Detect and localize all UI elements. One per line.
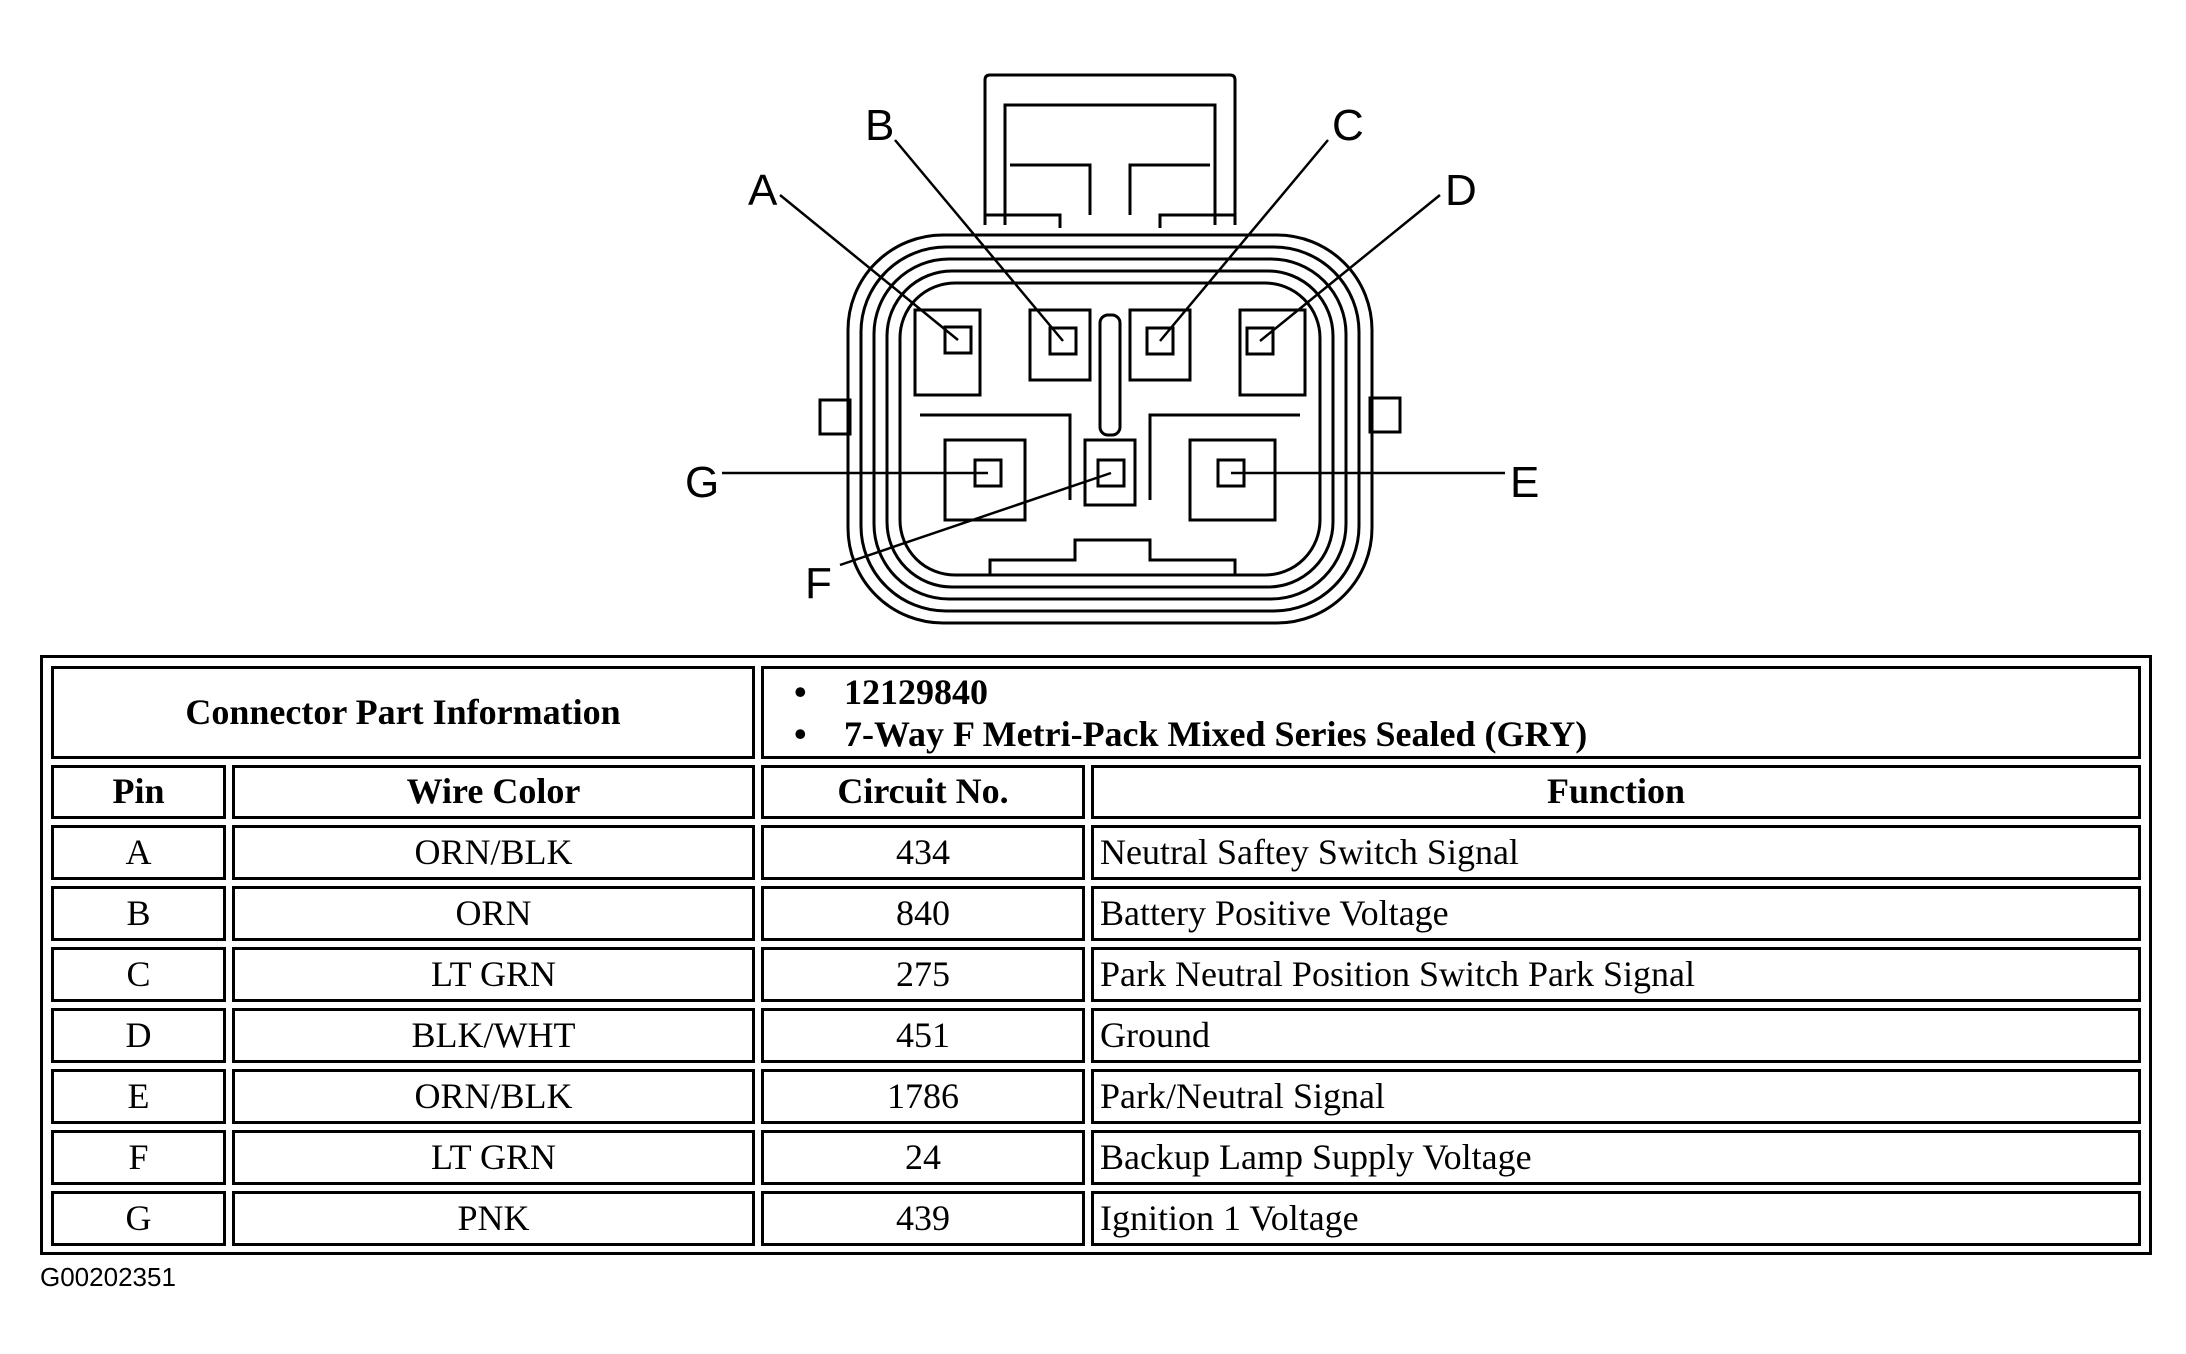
connector-shell [846,233,1374,625]
cell-wire-color: BLK/WHT [232,1008,755,1063]
cell-circuit-no: 275 [761,947,1085,1002]
header-pin: Pin [51,765,226,819]
pin-f [1096,458,1126,488]
pin-label-c: C [1332,101,1364,150]
cell-pin: A [51,825,226,880]
bottom-keyway [988,538,1237,575]
cell-pin: F [51,1130,226,1185]
cell-pin: E [51,1069,226,1124]
leader-lines [722,139,1505,567]
cell-circuit-no: 1786 [761,1069,1085,1124]
connector-description: 7-Way F Metri-Pack Mixed Series Sealed (… [794,713,1587,755]
connector-info-list: 12129840 7-Way F Metri-Pack Mixed Series… [764,671,1587,755]
cell-pin: C [51,947,226,1002]
cell-circuit-no: 451 [761,1008,1085,1063]
cell-function: Neutral Saftey Switch Signal [1091,825,2141,880]
pin-label-a: A [748,166,778,215]
pin-label-g: G [685,458,719,507]
cell-wire-color: ORN/BLK [232,1069,755,1124]
connector-table: Connector Part Information 12129840 7-Wa… [40,655,2152,1255]
connector-info-label: Connector Part Information [51,666,755,759]
center-rib [1098,313,1122,437]
pin-label-d: D [1445,166,1477,215]
cell-function: Park Neutral Position Switch Park Signal [1091,947,2141,1002]
header-wire-color: Wire Color [232,765,755,819]
pin-label-b: B [865,101,894,150]
connector-latch [983,73,1237,228]
header-function: Function [1091,765,2141,819]
cell-wire-color: LT GRN [232,947,755,1002]
pin-b [1048,326,1078,356]
cell-pin: G [51,1191,226,1246]
pin-a [943,325,973,355]
cell-function: Park/Neutral Signal [1091,1069,2141,1124]
cell-circuit-no: 840 [761,886,1085,941]
cell-function: Backup Lamp Supply Voltage [1091,1130,2141,1185]
pin-d [1245,326,1275,356]
connector-info-details: 12129840 7-Way F Metri-Pack Mixed Series… [761,666,2141,759]
cell-wire-color: ORN/BLK [232,825,755,880]
pin-c [1145,326,1175,356]
left-side-tab [818,398,852,436]
cell-circuit-no: 439 [761,1191,1085,1246]
cell-wire-color: PNK [232,1191,755,1246]
cell-circuit-no: 24 [761,1130,1085,1185]
pin-label-f: F [805,559,832,608]
cell-pin: B [51,886,226,941]
cell-function: Battery Positive Voltage [1091,886,2141,941]
right-side-tab [1368,396,1402,434]
cell-wire-color: LT GRN [232,1130,755,1185]
cavity-outlines [913,308,1307,522]
cell-function: Ignition 1 Voltage [1091,1191,2141,1246]
cell-pin: D [51,1008,226,1063]
connector-diagram: A B C D E F G [685,73,1539,625]
connector-part-number: 12129840 [794,671,1587,713]
cell-function: Ground [1091,1008,2141,1063]
figure-id: G00202351 [40,1262,176,1292]
pin-label-e: E [1510,458,1539,507]
cell-wire-color: ORN [232,886,755,941]
header-circuit-no: Circuit No. [761,765,1085,819]
cell-circuit-no: 434 [761,825,1085,880]
